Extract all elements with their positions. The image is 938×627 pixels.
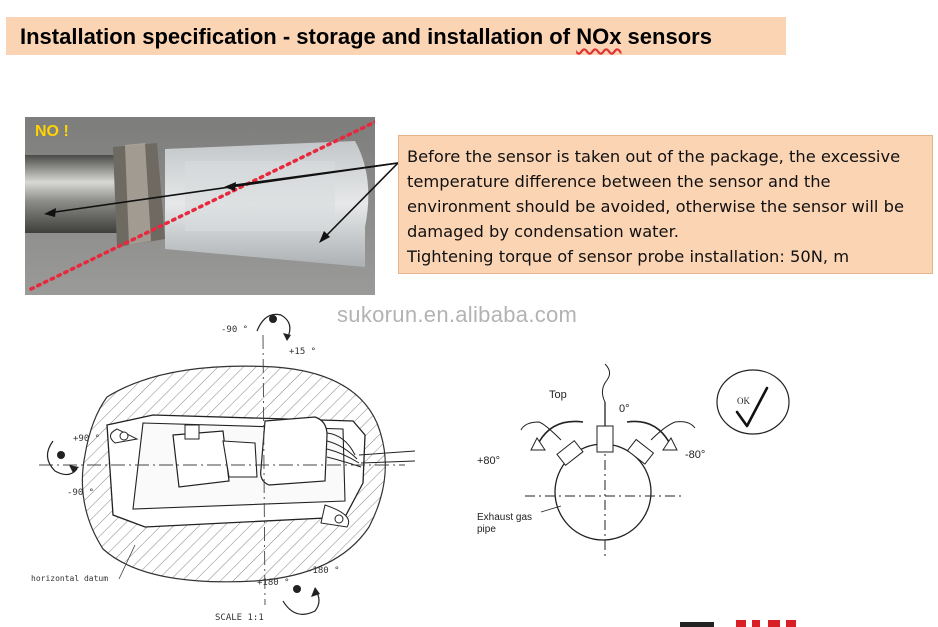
minus80-label: -80° [685,449,705,461]
callout-paragraph: Before the sensor is taken out of the pa… [407,147,904,241]
pipe-label-line1: Exhaust gas [477,512,532,523]
rotation-arrow-left [46,440,79,476]
no-badge-text: NO ! [35,123,69,140]
angle-label-top-right: +15 ° [289,347,316,357]
datum-label: horizontal datum [31,574,108,583]
pipe-leader-line [540,505,562,513]
rotation-arrow-top [256,313,291,341]
zero-degree-label: 0° [619,403,630,415]
sensor-right [626,438,655,465]
control-unit [106,414,415,528]
angle-label-left-top: +90 ° [73,434,100,444]
rotation-arrow-bottom [282,585,320,615]
pipe-label-line2: pipe [477,524,496,535]
top-label: Top [549,389,567,401]
no-badge: NO ! [35,123,69,140]
angle-label-left-bottom: -90 ° [67,488,94,498]
ok-label: OK [737,396,750,406]
sensor-photo: NO ! [25,117,375,295]
sensor-top [596,425,614,453]
plus80-label: +80° [477,455,500,467]
page-title: Installation specification - storage and… [20,24,712,50]
angle-label-bottom-left: +180 ° [257,578,290,588]
title-bar: Installation specification - storage and… [6,17,786,55]
arrow-line-3 [321,162,399,241]
scale-label: SCALE 1:1 [215,613,264,623]
prohibition-dotted-line [29,120,375,291]
angle-label-top-left: -90 ° [221,325,248,335]
datum-leader-line [118,544,136,580]
installation-drawing-left: -90 ° +15 ° +90 ° -90 ° -180 ° +180 ° ho… [31,313,415,623]
watermark: sukorun.en.alibaba.com [337,302,578,327]
title-prefix: Installation specification - storage and… [20,24,577,49]
callout-box: Before the sensor is taken out of the pa… [398,135,933,274]
check-mark-icon [735,386,769,428]
ok-check-badge: OK [716,369,790,435]
vertical-axis-line [262,334,266,606]
arrow-line-2 [227,162,399,187]
callout-torque: Tightening torque of sensor probe instal… [407,247,850,266]
installation-drawing-right: Top 0° +80° -80° Exhaust gas pipe OK [477,363,790,556]
partial-logo [680,620,796,627]
title-highlight: NOx [576,24,622,49]
angle-label-bottom-right: -180 ° [307,566,340,576]
sensor-left [556,440,584,467]
title-suffix: sensors [621,24,712,49]
